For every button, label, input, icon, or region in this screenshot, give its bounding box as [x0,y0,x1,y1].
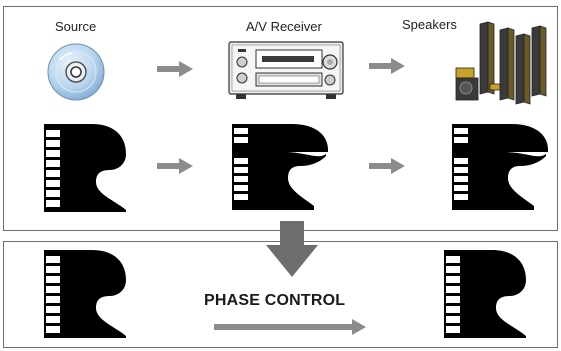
arrow-source-to-receiver [157,61,193,77]
phase-control-title: PHASE CONTROL [204,292,346,309]
source-label: Source [55,19,97,34]
grand-piano-icon [44,124,126,212]
receiver-label: A/V Receiver [246,19,322,34]
av-receiver-icon [228,41,344,99]
grand-piano-icon [444,250,526,338]
grand-piano-icon [452,124,548,210]
speakers-icon [455,21,547,105]
speakers-label: Speakers [402,17,457,32]
grand-piano-icon [44,250,126,338]
cd-disc-icon [47,43,105,101]
arrow-piano-2-to-3 [369,158,405,174]
grand-piano-icon [232,124,328,210]
phase-control-arrow [214,319,366,335]
arrow-piano-1-to-2 [157,158,193,174]
arrow-receiver-to-speakers [369,58,405,74]
down-arrow-icon [266,221,318,277]
